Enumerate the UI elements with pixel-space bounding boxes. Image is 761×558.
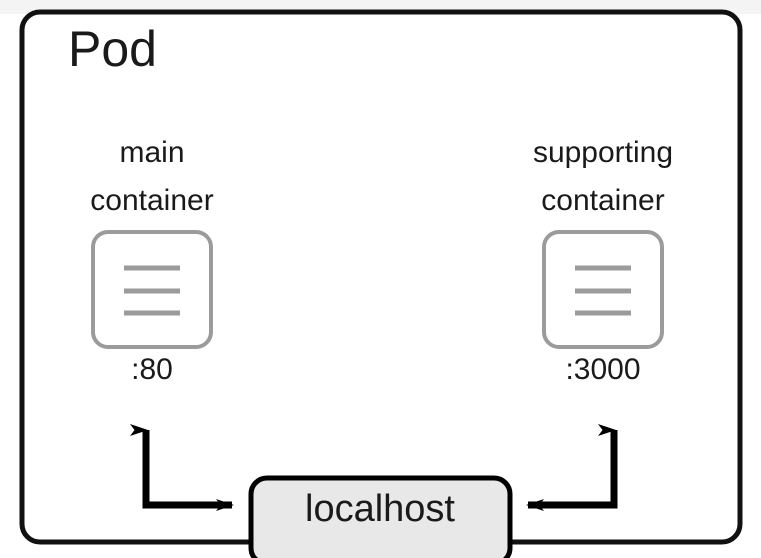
supporting-container-port-label: :3000 [565, 353, 641, 386]
localhost-box [248, 475, 513, 558]
supporting-container-icon [542, 230, 664, 349]
supporting-container-label-line2: container [541, 184, 665, 217]
page-title: Pod [68, 21, 157, 77]
main-container-port-label: :80 [131, 353, 173, 386]
supporting-container-label-line1: supporting [532, 136, 674, 169]
main-container-icon [91, 230, 213, 349]
connector-main-to-localhost [130, 424, 234, 511]
main-container-label-line1: main [119, 136, 185, 169]
connector-supporting-to-localhost [526, 424, 618, 511]
main-container-label-line2: container [90, 184, 214, 217]
localhost-label: localhost [305, 488, 455, 530]
